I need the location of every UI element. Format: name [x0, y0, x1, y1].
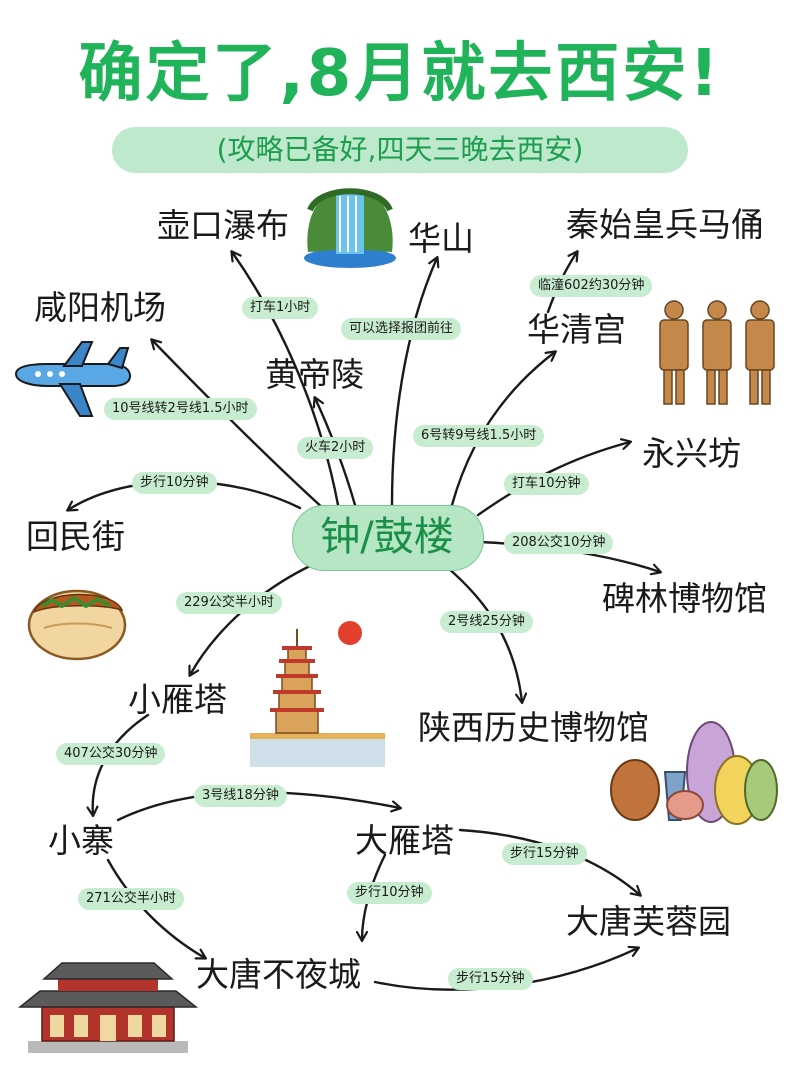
route-label-yongxing: 打车10分钟 — [504, 473, 589, 495]
route-label-dayan: 3号线18分钟 — [194, 785, 287, 807]
subtitle-pill — [112, 127, 688, 173]
place-huashan: 华山 — [408, 219, 474, 258]
arrow-to-hukou — [232, 252, 340, 507]
palace-icon — [18, 962, 198, 1053]
arrow-to-huashan — [390, 258, 437, 507]
center-label: 钟/鼓楼 — [320, 514, 454, 560]
arrow-to-xiaozhai — [93, 713, 150, 815]
route-label-huashan: 可以选择报团前往 — [341, 318, 462, 340]
place-beilin: 碑林博物馆 — [602, 579, 767, 618]
route-label-huangdiling: 火车2小时 — [297, 437, 374, 459]
route-label-qin: 临潼602约30分钟 — [530, 275, 653, 297]
place-xiaoyan: 小雁塔 — [128, 680, 227, 719]
route-label-xiaoyan: 229公交半小时 — [176, 592, 282, 614]
route-label-huimin: 步行10分钟 — [132, 472, 217, 494]
place-furong: 大唐芙蓉园 — [566, 902, 731, 941]
arrow-to-xianyang — [152, 340, 327, 512]
route-label-budiye-to-furong: 步行15分钟 — [448, 968, 533, 990]
place-dayan: 大雁塔 — [355, 821, 454, 860]
place-huangdiling: 黄帝陵 — [265, 355, 364, 394]
arrow-to-yongxing — [476, 442, 630, 517]
route-label-shaanxi: 2号线25分钟 — [440, 611, 533, 633]
terracotta-warriors-icon — [659, 300, 775, 405]
center-node — [292, 505, 484, 571]
place-hukou: 壶口瀑布 — [157, 206, 289, 245]
route-label-budiye-from-dayan: 步行10分钟 — [347, 882, 432, 904]
place-budiye: 大唐不夜城 — [196, 955, 361, 994]
place-yongxing: 永兴坊 — [642, 434, 741, 473]
roujiamo-icon — [27, 589, 127, 661]
arrow-to-huaqing — [450, 352, 555, 507]
arrow-to-shaanxi — [446, 566, 522, 702]
route-label-beilin: 208公交10分钟 — [504, 532, 614, 554]
route-label-huaqing: 6号转9号线1.5小时 — [413, 425, 545, 447]
page-title: 确定了,8月就去西安! — [78, 37, 722, 111]
route-label-furong: 步行15分钟 — [502, 843, 587, 865]
route-label-hukou: 打车1小时 — [242, 297, 319, 319]
airplane-icon — [14, 341, 132, 417]
place-huimin: 回民街 — [26, 517, 125, 556]
route-label-budiye-from-xiaozhai: 271公交半小时 — [78, 888, 184, 910]
arrow-to-budiye-from-xiaozhai — [106, 858, 205, 958]
place-huaqing: 华清宫 — [527, 310, 626, 349]
place-xianyang: 咸阳机场 — [34, 288, 166, 327]
place-qinshihuang: 秦始皇兵马俑 — [566, 205, 764, 244]
subtitle: (攻略已备好,四天三晚去西安) — [216, 133, 584, 166]
place-shaanxi: 陕西历史博物馆 — [418, 708, 649, 747]
route-label-xiaozhai: 407公交30分钟 — [56, 743, 166, 765]
place-xiaozhai: 小寨 — [48, 821, 114, 860]
route-label-xianyang: 10号线转2号线1.5小时 — [104, 398, 257, 420]
pottery-icon — [610, 721, 778, 825]
pagoda-icon — [250, 621, 385, 767]
waterfall-icon — [304, 188, 396, 268]
